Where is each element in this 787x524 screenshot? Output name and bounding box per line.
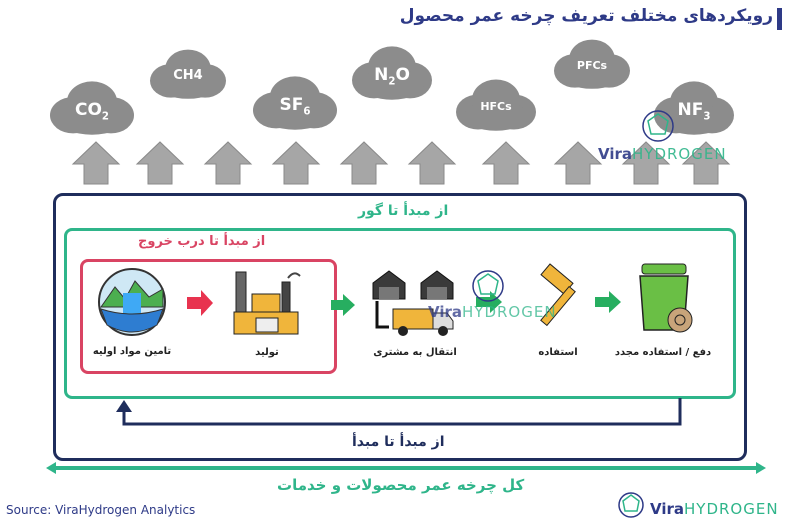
source-note: Source: ViraHydrogen Analytics: [6, 503, 196, 517]
use-icon: [540, 263, 576, 327]
emission-arrow-8: [553, 141, 603, 185]
disposal-label: دفع / استفاده مجدد: [614, 347, 712, 358]
emission-arrow-5: [339, 141, 389, 185]
emission-arrow-3: [203, 141, 253, 185]
emission-arrow-9: [621, 141, 671, 185]
cradle-to-cradle-label: از مبدأ تا مبدأ: [352, 434, 445, 450]
hfcs-cloud: [456, 79, 536, 131]
disposal-icon: [639, 263, 693, 333]
hfcs-label: HFCs: [480, 99, 512, 113]
production-label: تولید: [255, 347, 279, 358]
page-title: رویکردهای مختلف تعریف چرخه عمر محصول: [399, 6, 773, 26]
raw-material-icon: [98, 268, 166, 336]
arrow-green-use-to-disposal: [595, 291, 621, 313]
arrow-green-transport-to-use: [476, 291, 502, 313]
n2o-label: N2O: [374, 64, 410, 87]
transport-icon: [372, 270, 454, 336]
co2-cloud: [50, 81, 134, 135]
emission-arrow-10: [681, 141, 731, 185]
cradle-to-gate-label: از مبدأ تا درب خروج: [138, 234, 266, 249]
cradle-to-grave-label: از مبدأ تا گور: [358, 203, 449, 219]
full-lifecycle-label: کل چرخه عمر محصولات و خدمات: [277, 476, 525, 494]
cradle-to-cradle-box: [53, 193, 747, 461]
vira-watermark-top: ViraHYDROGEN: [598, 145, 727, 163]
transport-label: انتقال به مشتری: [373, 347, 457, 358]
production-icon: [233, 271, 301, 335]
emission-clouds: [50, 39, 734, 135]
emission-arrow-7: [481, 141, 531, 185]
ch4-label: CH4: [173, 67, 203, 83]
arrow-red-raw-to-production: [187, 290, 213, 316]
emission-arrows: [71, 141, 731, 185]
sf6-cloud: [253, 76, 337, 130]
emission-arrow-1: [71, 141, 121, 185]
vira-logo-icon-top: [642, 110, 674, 142]
n2o-cloud: [352, 46, 432, 100]
raw-material-label: تامین مواد اولیه: [92, 346, 172, 357]
nf3-label: NF3: [677, 99, 711, 122]
cradle-to-gate-box: [80, 259, 337, 374]
vira-logo-icon-bottom: [618, 492, 644, 518]
vira-watermark-middle: ViraHYDROGEN: [428, 303, 557, 321]
co2-label: CO2: [74, 99, 110, 122]
pfcs-label: PFCs: [576, 58, 608, 72]
emission-arrow-6: [407, 141, 457, 185]
title-accent-bar: [777, 8, 782, 30]
pfcs-cloud: [554, 39, 630, 89]
vira-watermark-bottom: ViraHYDROGEN: [650, 500, 779, 518]
emission-arrow-2: [135, 141, 185, 185]
emission-arrow-4: [271, 141, 321, 185]
cradle-to-grave-box: [64, 228, 736, 399]
use-label: استفاده: [538, 347, 578, 358]
ch4-cloud: [150, 49, 227, 99]
arrow-green-production-to-transport: [331, 294, 355, 316]
nf3-cloud: [654, 81, 734, 135]
cradle-loop-arrow: [122, 398, 682, 426]
sf6-label: SF6: [279, 94, 311, 117]
vira-logo-icon-middle: [472, 270, 504, 302]
